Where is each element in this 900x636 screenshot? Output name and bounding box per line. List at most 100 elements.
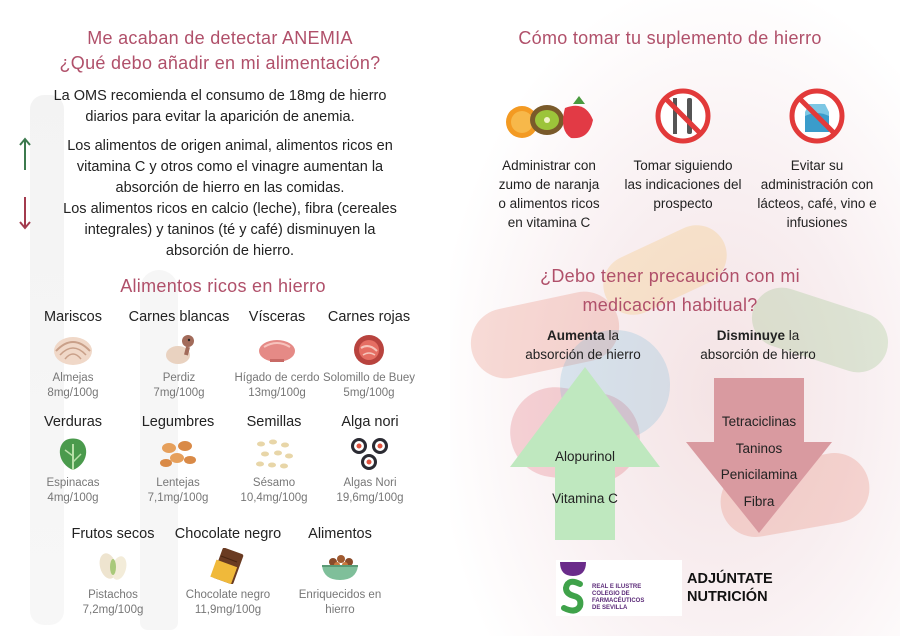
food-name: Enriquecidos en: [298, 589, 382, 601]
arrow-up-icon: [19, 137, 31, 170]
food-category: Verduras: [43, 414, 103, 430]
food-item-mariscos: Mariscos Almejas 8mg/100g: [28, 309, 118, 401]
food-category: Vísceras: [248, 309, 306, 325]
sushi-icon: [349, 436, 391, 472]
food-category: Mariscos: [43, 309, 102, 325]
food-name: Perdiz: [162, 372, 196, 384]
increase-arrow: [510, 367, 660, 540]
colegio-emblem-icon: [560, 562, 586, 614]
liver-icon: [256, 331, 298, 367]
food-name: Espinacas: [46, 477, 100, 489]
tip-line: lácteos, café, vino e: [757, 196, 877, 211]
food-name: Hígado de cerdo: [234, 372, 320, 384]
fruits-icon: [489, 86, 609, 146]
drug-tetraciclinas: Tetraciclinas: [721, 414, 797, 429]
brand-line2: NUTRICIÓN: [687, 589, 768, 605]
lentils-icon: [157, 436, 199, 472]
food-item-carnes-rojas: Carnes rojas Solomillo de Buey 5mg/100g: [314, 309, 424, 401]
food-item-chocolate-negro: Chocolate negro Chocolate negro 11,9mg/1…: [166, 526, 290, 618]
decrease-header-rest: la: [785, 328, 800, 343]
logo-text-line2: COLEGIO DE FARMACÉUTICOS: [592, 591, 645, 604]
food-item-semillas: Semillas Sésamo 10,4mg/100g: [224, 414, 324, 506]
food-category: Frutos secos: [71, 526, 155, 542]
food-amount: 7,1mg/100g: [147, 492, 209, 504]
food-item-alimentos-enriquecidos: Alimentos Enriquecidos en hierro: [290, 526, 390, 618]
pistachio-icon: [92, 548, 134, 584]
tip-prospecto: Tomar siguiendo las indicaciones del pro…: [618, 86, 748, 213]
tip-line: Evitar su: [790, 158, 844, 173]
decrease-header-bold: Disminuye: [716, 328, 785, 343]
logo-text-line3: DE SEVILLA: [592, 605, 628, 611]
chocolate-icon: [207, 547, 249, 585]
colegio-logo: REAL E ILUSTRE COLEGIO DE FARMACÉUTICOS …: [556, 560, 682, 616]
increase-header: Aumenta la absorción de hierro: [498, 326, 668, 364]
food-category: Carnes blancas: [128, 309, 230, 325]
tip-line: las indicaciones del: [624, 177, 742, 192]
food-category: Semillas: [246, 414, 302, 430]
tip-line: Tomar siguiendo: [633, 158, 733, 173]
food-item-verduras: Verduras Espinacas 4mg/100g: [28, 414, 118, 506]
tip-line: zumo de naranja: [498, 177, 600, 192]
anemia-title: Me acaban de detectar ANEMIA ¿Qué debo a…: [0, 26, 440, 76]
decrease-header: Disminuye la absorción de hierro: [673, 326, 843, 364]
drug-alopurinol: Alopurinol: [554, 449, 616, 464]
food-item-alga-nori: Alga nori Algas Nori 19,6mg/100g: [318, 414, 422, 506]
tip-avoid-dairy: Evitar su administración con lácteos, ca…: [752, 86, 882, 232]
increase-drugs-list: Alopurinol Vitamina C: [530, 446, 640, 510]
food-category: Chocolate negro: [174, 526, 282, 542]
food-category: Alga nori: [341, 414, 399, 430]
drug-fibra: Fibra: [743, 493, 775, 509]
no-milk-icon: [787, 86, 847, 146]
food-category: Carnes rojas: [327, 309, 411, 325]
logo-text-line1: REAL E ILUSTRE: [592, 584, 642, 590]
food-name: Pistachos: [88, 589, 138, 601]
tip-line: administración con: [760, 177, 874, 192]
food-name: Algas Nori: [343, 477, 397, 489]
tip-line: en vitamina C: [507, 215, 591, 230]
food-amount: 19,6mg/100g: [336, 492, 404, 504]
medication-title: ¿Debo tener precaución con mi medicación…: [450, 262, 890, 320]
food-amount: 7mg/100g: [153, 387, 205, 399]
food-amount: hierro: [325, 604, 355, 616]
tip-line: o alimentos ricos: [498, 196, 600, 211]
increase-header-bold: Aumenta: [546, 328, 605, 343]
fork-background: [30, 95, 64, 625]
cereal-bowl-icon: [319, 548, 361, 584]
tip-orange-juice: Administrar con zumo de naranja o alimen…: [484, 86, 614, 232]
tip-line: prospecto: [653, 196, 713, 211]
food-category: Alimentos: [308, 526, 372, 542]
food-amount: 7,2mg/100g: [82, 604, 144, 616]
food-category: Legumbres: [141, 414, 215, 430]
food-name: Lentejas: [156, 477, 200, 489]
food-item-legumbres: Legumbres Lentejas 7,1mg/100g: [128, 414, 228, 506]
tip-line: infusiones: [786, 215, 848, 230]
drug-taninos: Taninos: [735, 440, 783, 456]
food-amount: 10,4mg/100g: [240, 492, 308, 504]
food-item-visceras: Vísceras Hígado de cerdo 13mg/100g: [222, 309, 332, 401]
drug-penicilamina: Penicilamina: [720, 467, 798, 482]
decrease-line1: Los alimentos ricos en calcio (leche), f…: [63, 201, 397, 217]
drug-vitamina-c: Vitamina C: [552, 491, 618, 506]
decrease-drugs-list: Tetraciclinas Taninos Penicilamina Fibra: [698, 409, 820, 515]
medication-title-line1: ¿Debo tener precaución con mi: [540, 266, 800, 286]
decrease-line3: absorción de hierro.: [165, 243, 295, 259]
intro-text: La OMS recomienda el consumo de 18mg de …: [10, 86, 430, 128]
food-item-frutos-secos: Frutos secos Pistachos 7,2mg/100g: [58, 526, 168, 618]
increase-line1: Los alimentos de origen animal, alimento…: [67, 138, 393, 154]
beef-icon: [348, 331, 390, 367]
supplement-title: Cómo tomar tu suplemento de hierro: [518, 28, 822, 48]
increase-header-rest: la: [604, 328, 620, 343]
increase-header-line2: absorción de hierro: [525, 347, 641, 362]
sesame-icon: [253, 436, 295, 472]
food-amount: 8mg/100g: [47, 387, 99, 399]
food-name: Sésamo: [252, 477, 296, 489]
intro-line2: diarios para evitar la aparición de anem…: [85, 109, 355, 125]
spinach-icon: [52, 436, 94, 472]
decrease-arrow: [686, 378, 832, 533]
decrease-header-line2: absorción de hierro: [700, 347, 816, 362]
food-item-carnes-blancas: Carnes blancas Perdiz 7mg/100g: [118, 309, 240, 401]
arrow-down-icon: [19, 197, 31, 230]
medication-title-line2: medicación habitual?: [582, 295, 758, 315]
decrease-line2: integrales) y taninos (té y café) dismin…: [84, 222, 376, 238]
increase-line3: absorción de hierro en las comidas.: [115, 180, 345, 196]
